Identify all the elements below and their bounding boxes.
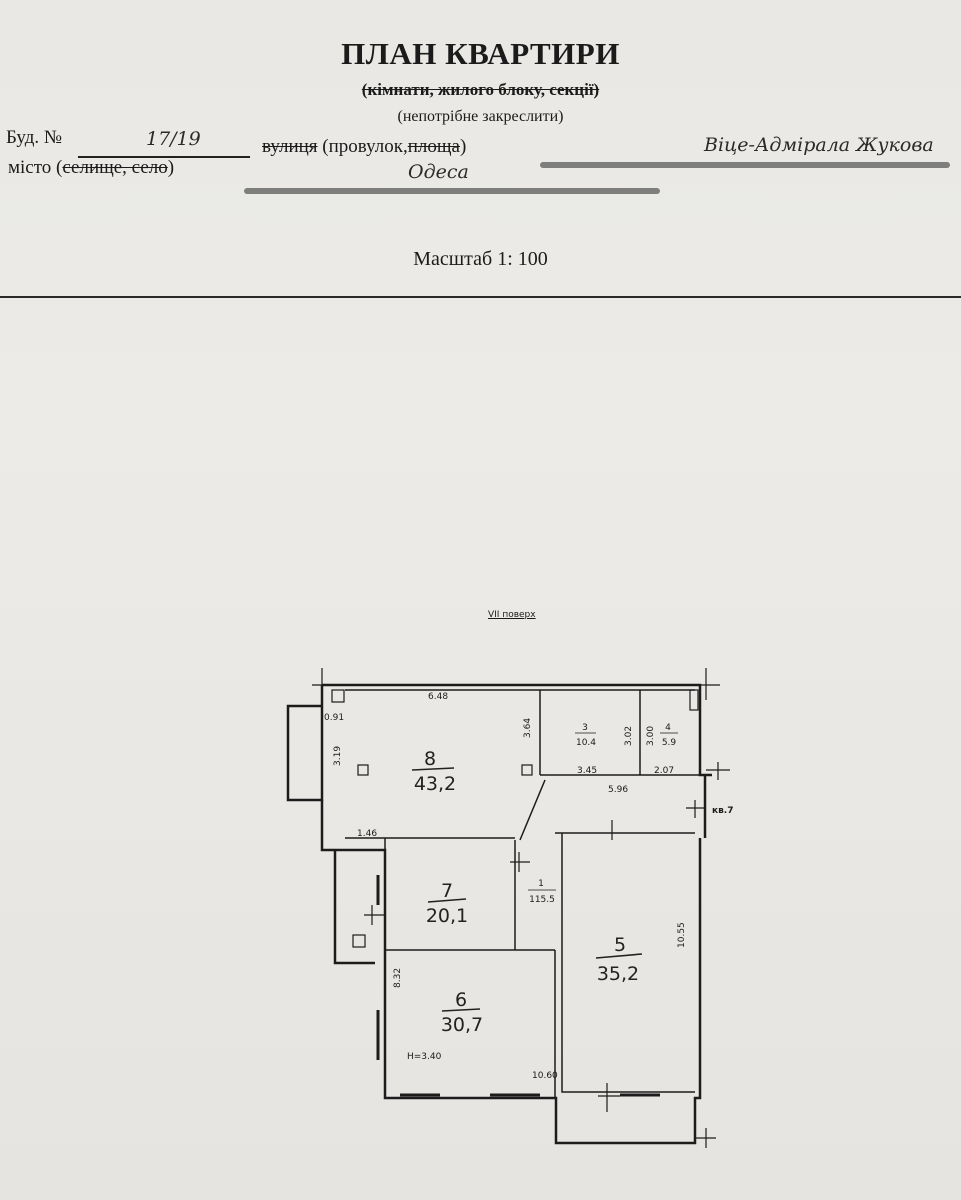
apartment-label: кв.7 [712, 806, 734, 816]
street-underline [540, 162, 950, 168]
room-1-area: 115.5 [529, 895, 555, 905]
building-label: Буд. № [6, 127, 63, 148]
city-name: Одеса [408, 161, 469, 183]
room-8-area: 43,2 [414, 773, 456, 795]
room-8-fraction-line [411, 767, 455, 771]
room-8-number: 8 [424, 748, 436, 770]
header-divider [0, 296, 961, 298]
city-label: місто (селище, село) [8, 157, 174, 179]
dim-207: 2.07 [654, 766, 674, 776]
dim-300: 3.00 [646, 726, 656, 746]
building-number: 17/19 [146, 128, 201, 150]
room-1-number: 1 [538, 879, 544, 889]
room-5-fraction-line [595, 953, 643, 959]
struck-settlement: селище, село [62, 157, 168, 178]
city-label-start: місто ( [8, 157, 63, 178]
fixtures [312, 668, 730, 1148]
dim-146: 1.46 [357, 829, 377, 839]
height-label: H=3.40 [407, 1052, 442, 1062]
room-4-number: 4 [665, 723, 671, 733]
strike-hint: (непотрібне закреслити) [397, 108, 564, 125]
dim-091: 0.91 [324, 713, 344, 723]
room-6-fraction-line [441, 1008, 481, 1012]
dim-832: 8.32 [393, 968, 403, 988]
room-4-area: 5.9 [662, 738, 677, 748]
room-6-number: 6 [455, 989, 467, 1011]
outer-walls [286, 683, 712, 1145]
struck-street: вулиця [262, 136, 318, 157]
dim-1060: 10.60 [532, 1071, 558, 1081]
inner-walls [345, 689, 700, 1098]
city-underline [244, 188, 660, 194]
city-close: ) [167, 157, 175, 178]
dim-345: 3.45 [577, 766, 597, 776]
dim-596: 5.96 [608, 785, 628, 795]
room-7-fraction-line [427, 898, 467, 903]
room-7-area: 20,1 [426, 905, 468, 927]
street-alt: (провулок, [317, 136, 408, 157]
floor-caption: VII поверх [488, 610, 536, 620]
street-close: ) [459, 136, 467, 157]
room-3-area: 10.4 [576, 738, 596, 748]
street-type-label: вулиця (провулок,площа) [262, 136, 466, 158]
room-6-area: 30,7 [441, 1014, 483, 1036]
printed-room-labels: 3 10.4 4 5.9 1 115.5 [528, 723, 678, 905]
scale-label: Масштаб 1: 100 [413, 248, 548, 270]
room-3-number: 3 [582, 723, 588, 733]
struck-square: площа [407, 136, 460, 157]
room-5-area: 35,2 [597, 963, 639, 985]
dim-364: 3.64 [523, 718, 533, 738]
dim-302: 3.02 [624, 726, 634, 746]
building-underline [78, 156, 250, 158]
dim-319: 3.19 [333, 746, 343, 766]
room-5-number: 5 [614, 934, 626, 956]
dimension-labels: 6.48 0.91 3.19 3.64 3.02 3.00 3.45 2.07 … [324, 692, 734, 1081]
struck-subtitle: (кімнати, жилого блоку, секції) [361, 80, 600, 99]
street-name: Віце-Адмірала Жукова [704, 134, 934, 156]
handwritten-room-labels: 8 43,2 7 20,1 6 30,7 5 35,2 [411, 748, 643, 1036]
dim-1055: 10.55 [677, 922, 687, 948]
page-title: ПЛАН КВАРТИРИ [341, 36, 620, 71]
dim-648: 6.48 [428, 692, 448, 702]
room-7-number: 7 [441, 880, 453, 902]
